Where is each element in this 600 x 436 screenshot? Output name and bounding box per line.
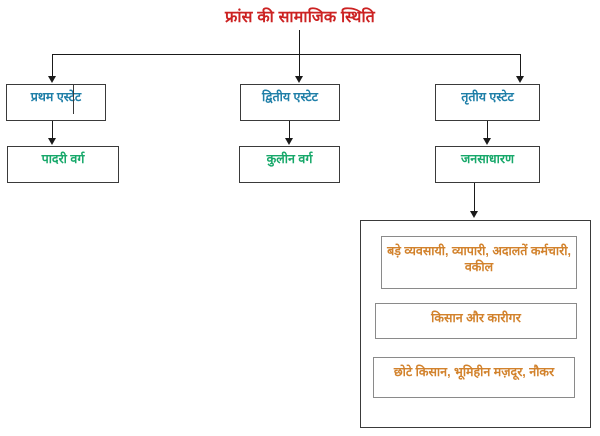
estate-box-first[interactable]: प्रथम एस्टेट — [6, 84, 106, 121]
arrowhead-details-container — [470, 211, 478, 218]
connector-third-estate-to-class — [487, 121, 488, 140]
detail-box-peasants-artisans[interactable]: किसान और कारीगर — [375, 303, 577, 339]
scan-artifact-rule — [73, 84, 74, 114]
connector-drop-third — [520, 54, 521, 78]
detail-box-bourgeoisie[interactable]: बड़े व्यवसायी, व्यापारी, अदालतें कर्मचार… — [381, 236, 577, 289]
estate-box-third[interactable]: तृतीय एस्टेट — [435, 84, 540, 121]
connector-drop-second — [299, 54, 300, 78]
class-box-commoners[interactable]: जनसाधारण — [435, 146, 540, 183]
arrowhead-third-estate — [516, 76, 524, 83]
arrowhead-first-class — [48, 138, 56, 145]
connector-drop-first — [52, 54, 53, 78]
connector-commoners-to-details — [474, 183, 475, 213]
connector-bus — [52, 54, 520, 55]
detail-box-small-peasants-laborers[interactable]: छोटे किसान, भूमिहीन मज़दूर, नौकर — [373, 357, 575, 398]
connector-title-stem — [299, 30, 300, 54]
arrowhead-first-estate — [48, 76, 56, 83]
arrowhead-second-estate — [295, 76, 303, 83]
arrowhead-second-class — [285, 138, 293, 145]
class-box-nobility[interactable]: कुलीन वर्ग — [239, 146, 340, 183]
connector-first-estate-to-class — [52, 121, 53, 140]
connector-second-estate-to-class — [289, 121, 290, 140]
arrowhead-third-class — [483, 138, 491, 145]
class-box-clergy[interactable]: पादरी वर्ग — [7, 146, 119, 183]
estate-box-second[interactable]: द्वितीय एस्टेट — [240, 84, 340, 121]
diagram-title: फ्रांस की सामाजिक स्थिति — [225, 9, 375, 26]
